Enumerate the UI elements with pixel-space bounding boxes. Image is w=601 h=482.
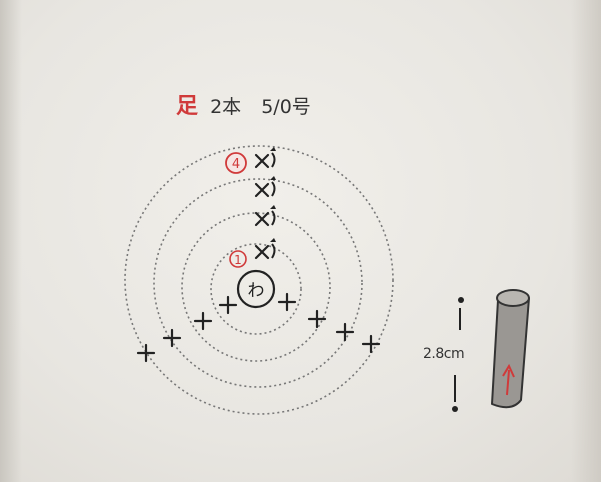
- stitch-cross: [361, 334, 381, 354]
- stitch-cross: [307, 309, 327, 329]
- row-marker-1: 1: [229, 250, 247, 268]
- pattern-title: 足 2本 5/0号: [176, 88, 311, 120]
- round-ring-1: [210, 243, 302, 335]
- stitch-cross: [162, 328, 182, 348]
- stitch-column: [254, 147, 276, 260]
- magic-ring-circle: [236, 269, 276, 309]
- stitch-cross: [136, 343, 156, 363]
- row-marker-1-label: 1: [234, 253, 242, 267]
- round-ring-2: [181, 212, 331, 362]
- title-hook-size: 5/0号: [261, 96, 311, 118]
- magic-ring: わ: [236, 269, 276, 309]
- single-crochet-row-3: [254, 176, 276, 198]
- single-crochet-row-4: [254, 147, 276, 169]
- round-ring-3: [153, 178, 363, 388]
- title-kanji: 足: [176, 94, 199, 119]
- right-diagonal-stitches: [277, 292, 381, 354]
- left-diagonal-stitches: [136, 295, 238, 363]
- row-marker-4-label: 4: [232, 157, 240, 172]
- stitch-cross: [193, 311, 213, 331]
- page-fold-shadow-left: [0, 0, 22, 482]
- magic-ring-label: わ: [248, 281, 265, 301]
- page-fold-shadow-right: [571, 0, 601, 482]
- single-crochet-row-1: [254, 238, 276, 260]
- stitch-cross: [277, 292, 297, 312]
- title-count: 2本: [210, 96, 242, 118]
- direction-arrow-icon: [506, 369, 510, 396]
- single-crochet-row-2: [254, 205, 276, 227]
- round-rings: [124, 145, 394, 415]
- measurement-label: 2.8cm: [423, 346, 465, 362]
- round-ring-4: [124, 145, 394, 415]
- measurement-indicator: [452, 297, 464, 412]
- stitch-cross: [335, 322, 355, 342]
- row-marker-4: 4: [225, 152, 247, 174]
- measure-top-dot: [458, 297, 464, 303]
- leg-tube-illustration: [491, 289, 530, 409]
- stitch-cross: [218, 295, 238, 315]
- measure-bottom-dot: [452, 406, 458, 412]
